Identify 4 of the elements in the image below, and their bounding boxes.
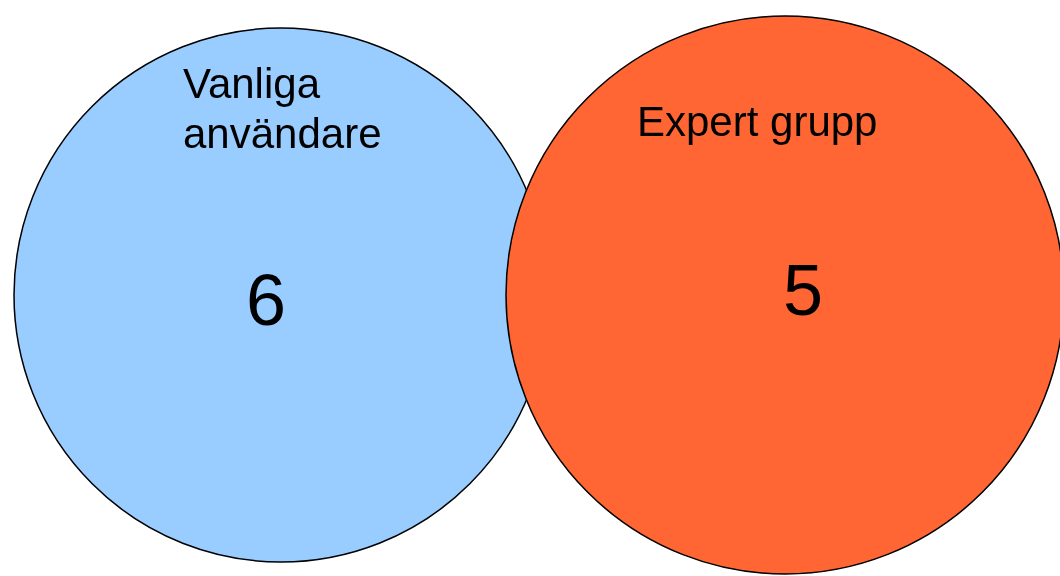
count-number: 5: [783, 249, 824, 332]
set-label: Vanliga användare: [183, 59, 383, 160]
count-number: 6: [246, 259, 287, 342]
set-label: Expert grupp: [637, 97, 878, 147]
